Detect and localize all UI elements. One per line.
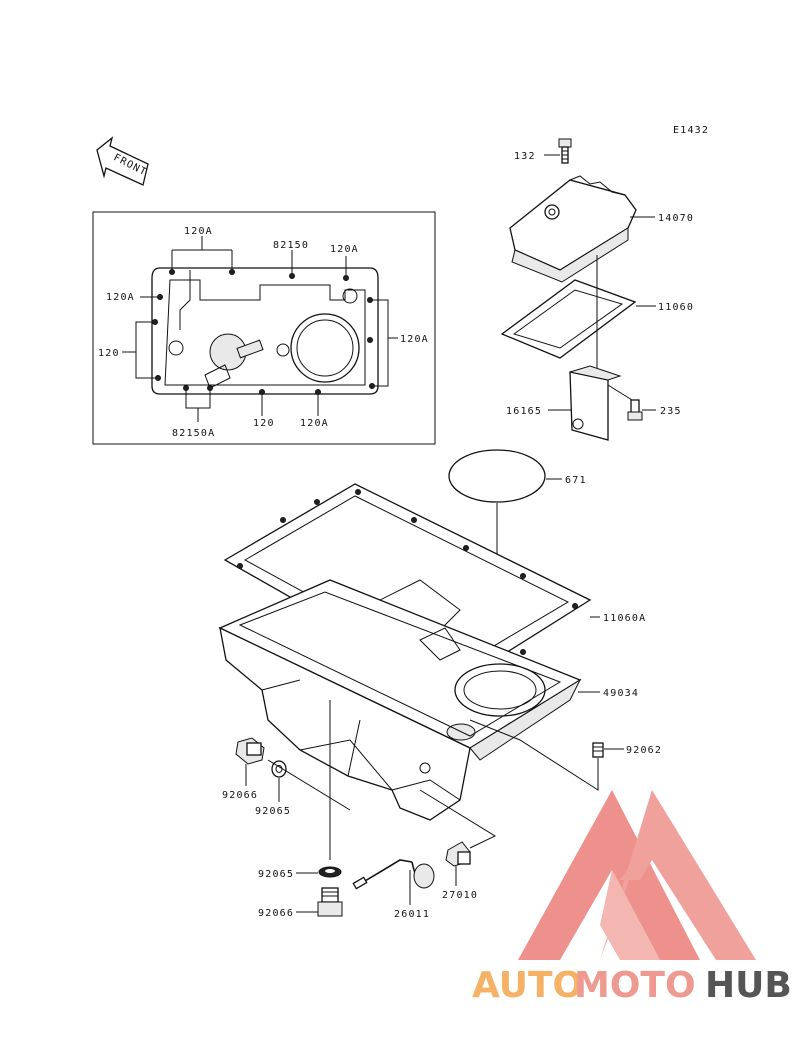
o-ring-671-icon (448, 449, 546, 503)
inset-label-120A-left: 120A (106, 292, 135, 303)
inset-label-82150: 82150 (273, 240, 309, 251)
watermark-part3: HUB (705, 965, 792, 1006)
front-arrow-icon: FRONT (96, 136, 149, 186)
callout-49034: 49034 (603, 688, 639, 699)
callout-14070: 14070 (658, 213, 694, 224)
switch-27010-icon (445, 841, 471, 867)
callout-92065-bot: 92065 (258, 869, 294, 880)
inset-label-120-left: 120 (98, 348, 120, 359)
inset-label-120A-tr: 120A (330, 244, 359, 255)
gasket-11060-icon (500, 279, 637, 359)
inset-label-120-bottom: 120 (253, 418, 275, 429)
bolt-132-icon (558, 138, 572, 164)
bolt-235-icon (627, 399, 643, 421)
callout-26011: 26011 (394, 909, 430, 920)
callout-92065-top: 92065 (255, 806, 291, 817)
inset-oil-ring (290, 313, 360, 383)
drain-plug-92066-lower-icon (317, 887, 343, 917)
callout-16165: 16165 (506, 406, 542, 417)
callout-92066-bot: 92066 (258, 908, 294, 919)
sensor-26011-icon (352, 859, 435, 890)
watermark-part1: AUTO (472, 965, 583, 1006)
cover-14070-icon (509, 175, 637, 283)
drain-plug-92066-upper-icon (235, 737, 265, 765)
watermark-part2: MOTO (574, 965, 696, 1006)
inset-panel: 120A 82150 120A 120A 120 120A 82150A 120… (92, 211, 436, 445)
callout-671: 671 (565, 475, 587, 486)
watermark-logo-icon (518, 790, 756, 960)
callout-132: 132 (514, 151, 536, 162)
inset-bolt-holes (152, 269, 375, 395)
washer-92065-lower-icon (318, 866, 342, 878)
callout-235: 235 (660, 406, 682, 417)
callout-11060A: 11060A (603, 613, 646, 624)
diagram-code: E1432 (673, 125, 709, 136)
plate-16165-icon (569, 365, 622, 441)
callout-11060: 11060 (658, 302, 694, 313)
inset-label-82150A: 82150A (172, 428, 215, 439)
watermark-text: AUTO MOTO HUB (472, 965, 792, 1006)
callout-92066-top: 92066 (222, 790, 258, 801)
callout-92062: 92062 (626, 745, 662, 756)
inset-label-120A-top: 120A (184, 226, 213, 237)
inset-label-120A-right: 120A (400, 334, 429, 345)
bolt-92062-icon (592, 742, 604, 758)
callout-27010: 27010 (442, 890, 478, 901)
oil-pan-49034-icon (218, 579, 582, 821)
inset-label-120A-bottom: 120A (300, 418, 329, 429)
